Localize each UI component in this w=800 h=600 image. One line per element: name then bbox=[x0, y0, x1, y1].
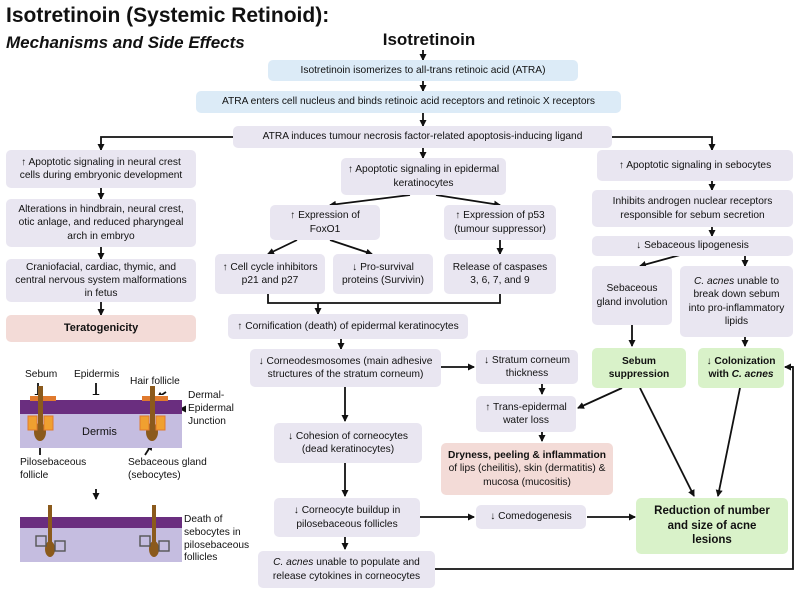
cell-cycle-box: ↑ Cell cycle inhibitors p21 and p27 bbox=[215, 254, 325, 294]
label-death-sebocytes: Death of sebocytes in pilosebaceous foll… bbox=[184, 514, 250, 564]
water-loss-box: ↑ Trans-epidermal water loss bbox=[476, 396, 576, 432]
corneodesmosomes-box: ↓ Corneodesmosomes (main adhesive struct… bbox=[250, 349, 441, 387]
dryness-body: of lips (cheilitis), skin (dermatitis) &… bbox=[448, 463, 606, 488]
cornification-box: ↑ Cornification (death) of epidermal ker… bbox=[228, 314, 468, 339]
arrow-foxo1-prosurvival bbox=[329, 239, 373, 256]
androgen-box: Inhibits androgen nuclear receptors resp… bbox=[592, 190, 793, 227]
label-dermis: Dermis bbox=[82, 426, 117, 438]
arrow-sebum-reduction bbox=[639, 387, 695, 497]
colonization-prefix: ↓ Colonization with bbox=[706, 355, 776, 380]
epidermis-layer-after bbox=[20, 517, 182, 528]
label-epidermis: Epidermis bbox=[74, 369, 120, 380]
buildup-box: ↓ Corneocyte buildup in pilosebaceous fo… bbox=[274, 498, 420, 537]
isotretinoin-heading: Isotretinoin bbox=[382, 30, 476, 49]
arrow-trail-sebocytes bbox=[612, 136, 716, 151]
teratogenicity-box: Teratogenicity bbox=[6, 315, 196, 342]
hair-follicle-left bbox=[27, 386, 54, 441]
page-title: Isotretinoin (Systemic Retinoid): bbox=[6, 4, 330, 27]
prosurvival-box: ↓ Pro-survival proteins (Survivin) bbox=[333, 254, 433, 294]
label-sebum: Sebum bbox=[25, 369, 58, 380]
colonization-italic: C. acnes bbox=[731, 369, 774, 380]
arrow-kerat-p53 bbox=[435, 194, 501, 208]
cacnes-populate-box: C. acnes unable to populate and release … bbox=[258, 551, 435, 588]
cacnes-sebum-box: C. acnes unable to break down sebum into… bbox=[680, 266, 793, 337]
cacnes-populate-rest: unable to populate and release cytokines… bbox=[272, 557, 421, 582]
caspases-box: Release of caspases 3, 6, 7, and 9 bbox=[444, 254, 556, 294]
label-sebaceous-gland: Sebaceous gland (sebocytes) bbox=[128, 457, 207, 481]
label-dermal-junction: Dermal-Epidermal Junction bbox=[188, 390, 234, 427]
dryness-title: Dryness, peeling & inflammation bbox=[448, 450, 606, 462]
sebocytes-box: ↑ Apoptotic signaling in sebocytes bbox=[597, 150, 793, 181]
gland-involution-box: Sebaceous gland involution bbox=[592, 266, 672, 325]
colonization-box: ↓ Colonization with C. acnes bbox=[698, 348, 784, 388]
arrow-colonization-reduction bbox=[715, 387, 741, 497]
neural-crest-box: ↑ Apoptotic signaling in neural crest ce… bbox=[6, 150, 196, 188]
arrow-lipo-involution bbox=[639, 254, 681, 268]
epidermis-layer bbox=[20, 400, 182, 414]
page-subtitle: Mechanisms and Side Effects bbox=[6, 33, 245, 52]
label-hair-follicle: Hair follicle bbox=[130, 376, 180, 387]
cacnes-sebum-rest: unable to break down sebum into pro-infl… bbox=[688, 276, 785, 327]
cohesion-box: ↓ Cohesion of corneocytes (dead keratino… bbox=[274, 423, 422, 463]
follicle-dead-left bbox=[35, 505, 66, 557]
stratum-thickness-box: ↓ Stratum corneum thickness bbox=[476, 350, 578, 384]
arrow-trail-neural bbox=[97, 136, 233, 151]
merge-bracket bbox=[267, 294, 501, 304]
label-pilosebaceous: Pilosebaceous follicle bbox=[20, 457, 87, 481]
keratinocytes-box: ↑ Apoptotic signaling in epidermal kerat… bbox=[341, 158, 506, 195]
cacnes-populate-italic: C. acnes bbox=[273, 557, 314, 569]
arrow-sebum-water bbox=[577, 387, 623, 409]
arrow-foxo1-cellcycle bbox=[267, 239, 298, 255]
dryness-box: Dryness, peeling & inflammation of lips … bbox=[441, 443, 613, 495]
comedogenesis-box: ↓ Comedogenesis bbox=[476, 505, 586, 529]
hindbrain-box: Alterations in hindbrain, neural crest, … bbox=[6, 199, 196, 247]
arrow-kerat-foxo1 bbox=[329, 194, 411, 208]
cacnes-sebum-italic: C. acnes bbox=[694, 276, 735, 288]
malformations-box: Craniofacial, cardiac, thymic, and centr… bbox=[6, 259, 196, 302]
p53-box: ↑ Expression of p53 (tumour suppressor) bbox=[444, 205, 556, 240]
follicle-dead-right bbox=[139, 505, 170, 557]
foxo1-box: ↑ Expression of FoxO1 bbox=[270, 205, 380, 240]
atra-nucleus-box: ATRA enters cell nucleus and binds retin… bbox=[196, 91, 621, 113]
reduction-box: Reduction of number and size of acne les… bbox=[636, 498, 788, 554]
isomerize-box: Isotretinoin isomerizes to all-trans ret… bbox=[268, 60, 578, 81]
trail-box: ATRA induces tumour necrosis factor-rela… bbox=[233, 126, 612, 148]
hair-follicle-right bbox=[139, 386, 166, 441]
lipogenesis-box: ↓ Sebaceous lipogenesis bbox=[592, 236, 793, 256]
sebum-suppression-box: Sebum suppression bbox=[592, 348, 686, 388]
